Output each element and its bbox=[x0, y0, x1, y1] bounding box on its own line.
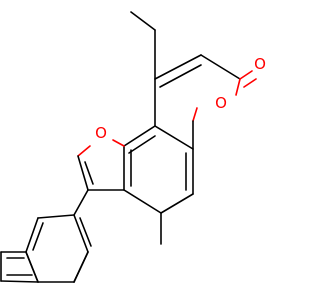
bond-c2-ring-o bbox=[235, 78, 241, 96]
carbonyl-oxygen-label: O bbox=[254, 55, 266, 73]
ring-oxygen-label: O bbox=[215, 94, 227, 112]
bond-c2-carbonyl-o-double bbox=[243, 78, 257, 88]
bond-n3-n2 bbox=[37, 214, 75, 219]
bond-fused-shared bbox=[73, 251, 89, 283]
molecule-diagram: O O O bbox=[0, 11, 266, 283]
bond-c4-c3 bbox=[154, 54, 202, 80]
bond-furan-c2-c3-double bbox=[84, 161, 94, 185]
bond-c4a-c8a bbox=[154, 125, 194, 150]
pyranone-ring bbox=[154, 54, 257, 127]
furan-ring bbox=[77, 139, 125, 191]
bond-n4-n3-double bbox=[32, 222, 44, 251]
bond-n4-n3 bbox=[25, 217, 39, 253]
bond-c4-c3-double bbox=[159, 64, 202, 88]
bond-ring2-d bbox=[0, 280, 39, 283]
bond-c3-c2 bbox=[200, 54, 241, 80]
bond-c-furan-o bbox=[112, 139, 125, 147]
bond-c7-c6 bbox=[123, 189, 162, 214]
bond-n2-n1-double bbox=[79, 217, 92, 247]
bond-ring-o-c8a bbox=[192, 107, 198, 122]
naphthalene-group bbox=[0, 214, 92, 283]
bond-n2-n1 bbox=[73, 214, 89, 253]
bond-c5-c4a bbox=[123, 125, 156, 147]
bond-furan-o-c2 bbox=[77, 145, 91, 157]
ethyl-group bbox=[130, 11, 156, 80]
bond-ethyl-ch3 bbox=[130, 11, 156, 31]
structure-canvas: O O O bbox=[0, 11, 266, 283]
central-benzene-ring bbox=[123, 120, 194, 214]
bond-c5-c4a-double bbox=[128, 135, 156, 154]
bond-furan-c2-c3 bbox=[77, 155, 89, 191]
bond-c8-c7 bbox=[160, 193, 194, 214]
bond-c2-carbonyl-o bbox=[239, 70, 253, 80]
bond-furan-naphthyl bbox=[73, 189, 89, 216]
bond-ring2-a bbox=[25, 251, 39, 283]
furan-oxygen-label: O bbox=[95, 124, 107, 142]
